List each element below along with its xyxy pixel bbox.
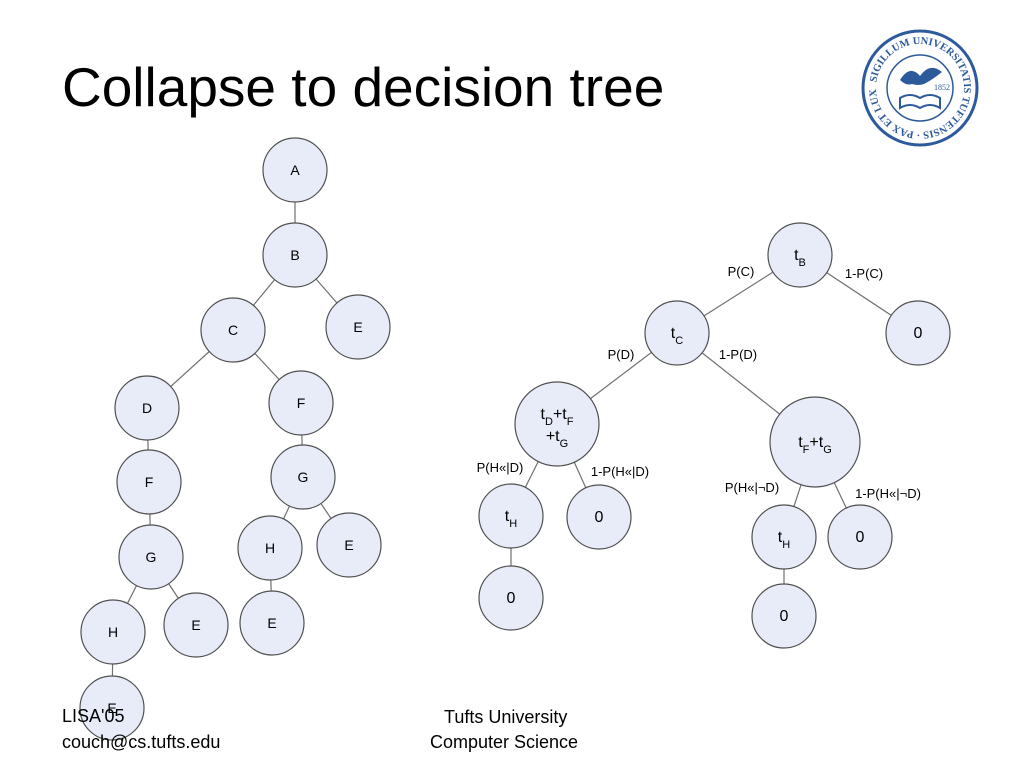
svg-text:B: B: [290, 247, 299, 263]
edge-label-phd: P(H«|D): [477, 460, 524, 475]
right-node-tc: tC: [644, 300, 710, 366]
right-node-th1: tH: [478, 483, 544, 549]
edge-label-phnd: P(H«|¬D): [725, 480, 779, 495]
svg-text:G: G: [146, 549, 157, 565]
svg-text:H: H: [108, 624, 118, 640]
left-tree-nodes: A B C E D F F G G H E E H E E: [79, 137, 391, 741]
footer-university: Tufts University: [444, 707, 568, 727]
left-node-g1: G: [270, 444, 336, 510]
svg-text:E: E: [107, 700, 116, 716]
footer-conference: LISA'05: [62, 706, 125, 726]
right-tree-edge-labels: P(C) 1-P(C) P(D) 1-P(D) P(H«|D) 1-P(H«|D) P(H«…: [477, 264, 921, 501]
seal-year: 1852: [934, 83, 950, 92]
right-node-z3: 0: [478, 565, 544, 631]
tufts-seal-logo: SIGILLUM UNIVERSITATIS TUFTENSIS · PAX E…: [861, 29, 979, 147]
left-node-e2: E: [316, 512, 382, 578]
slide-title: Collapse to decision tree: [62, 56, 665, 118]
svg-text:G: G: [298, 469, 309, 485]
right-node-z5: 0: [751, 583, 817, 649]
seal-inner-ring: [886, 54, 954, 122]
svg-text:D: D: [142, 400, 152, 416]
seal-outer-ring: [861, 29, 979, 147]
svg-text:tD+tF: tD+tF: [541, 406, 574, 428]
svg-text:E: E: [353, 319, 362, 335]
svg-text:tB: tB: [794, 247, 806, 269]
svg-text:0: 0: [856, 529, 865, 546]
left-node-e4: E: [163, 592, 229, 658]
left-node-c: C: [200, 297, 266, 363]
svg-text:tH: tH: [778, 529, 790, 551]
svg-text:0: 0: [780, 608, 789, 625]
svg-text:F: F: [297, 395, 306, 411]
svg-text:A: A: [290, 162, 300, 178]
svg-text:0: 0: [507, 590, 516, 607]
edge-label-npc: 1-P(C): [845, 266, 883, 281]
edge-label-pd: P(D): [608, 347, 635, 362]
svg-text:C: C: [228, 322, 238, 338]
svg-text:0: 0: [914, 325, 923, 342]
right-node-z2: 0: [566, 484, 632, 550]
edge-label-npd: 1-P(D): [719, 347, 757, 362]
seal-book-icon: [899, 94, 941, 110]
left-node-h1: H: [237, 515, 303, 581]
edge-label-nphd: 1-P(H«|D): [591, 464, 649, 479]
edge-label-nphnd: 1-P(H«|¬D): [855, 486, 921, 501]
left-node-b: B: [262, 222, 328, 288]
left-node-e1: E: [325, 294, 391, 360]
left-node-e5: E: [79, 675, 145, 741]
svg-text:tF+tG: tF+tG: [798, 434, 832, 456]
seal-dove-icon: [900, 67, 942, 85]
left-node-d: D: [114, 375, 180, 441]
left-node-a: A: [262, 137, 328, 203]
right-node-z4: 0: [827, 504, 893, 570]
footer-department: Computer Science: [430, 732, 579, 752]
footer-email: couch@cs.tufts.edu: [62, 732, 221, 752]
right-node-tfg: tF+tG: [769, 396, 861, 488]
svg-text:E: E: [191, 617, 200, 633]
svg-text:tC: tC: [671, 325, 683, 347]
right-node-tdfg: tD+tF+tG: [514, 381, 600, 467]
left-node-f2: F: [116, 449, 182, 515]
left-node-f1: F: [268, 370, 334, 436]
left-node-g2: G: [118, 524, 184, 590]
right-node-z1: 0: [885, 300, 951, 366]
svg-text:E: E: [267, 615, 276, 631]
svg-text:E: E: [344, 537, 353, 553]
left-node-h2: H: [80, 599, 146, 665]
svg-text:tH: tH: [505, 508, 517, 530]
edge-label-pc: P(C): [728, 264, 755, 279]
svg-text:0: 0: [595, 509, 604, 526]
right-node-tb: tB: [767, 222, 833, 288]
right-node-th2: tH: [751, 504, 817, 570]
left-node-e3: E: [239, 590, 305, 656]
svg-text:+tG: +tG: [546, 428, 568, 450]
svg-text:H: H: [265, 540, 275, 556]
svg-text:F: F: [145, 474, 154, 490]
right-tree-nodes: tB tC 0 tD+tF+tG tF+tG tH 0 0 tH 0 0: [478, 222, 951, 649]
